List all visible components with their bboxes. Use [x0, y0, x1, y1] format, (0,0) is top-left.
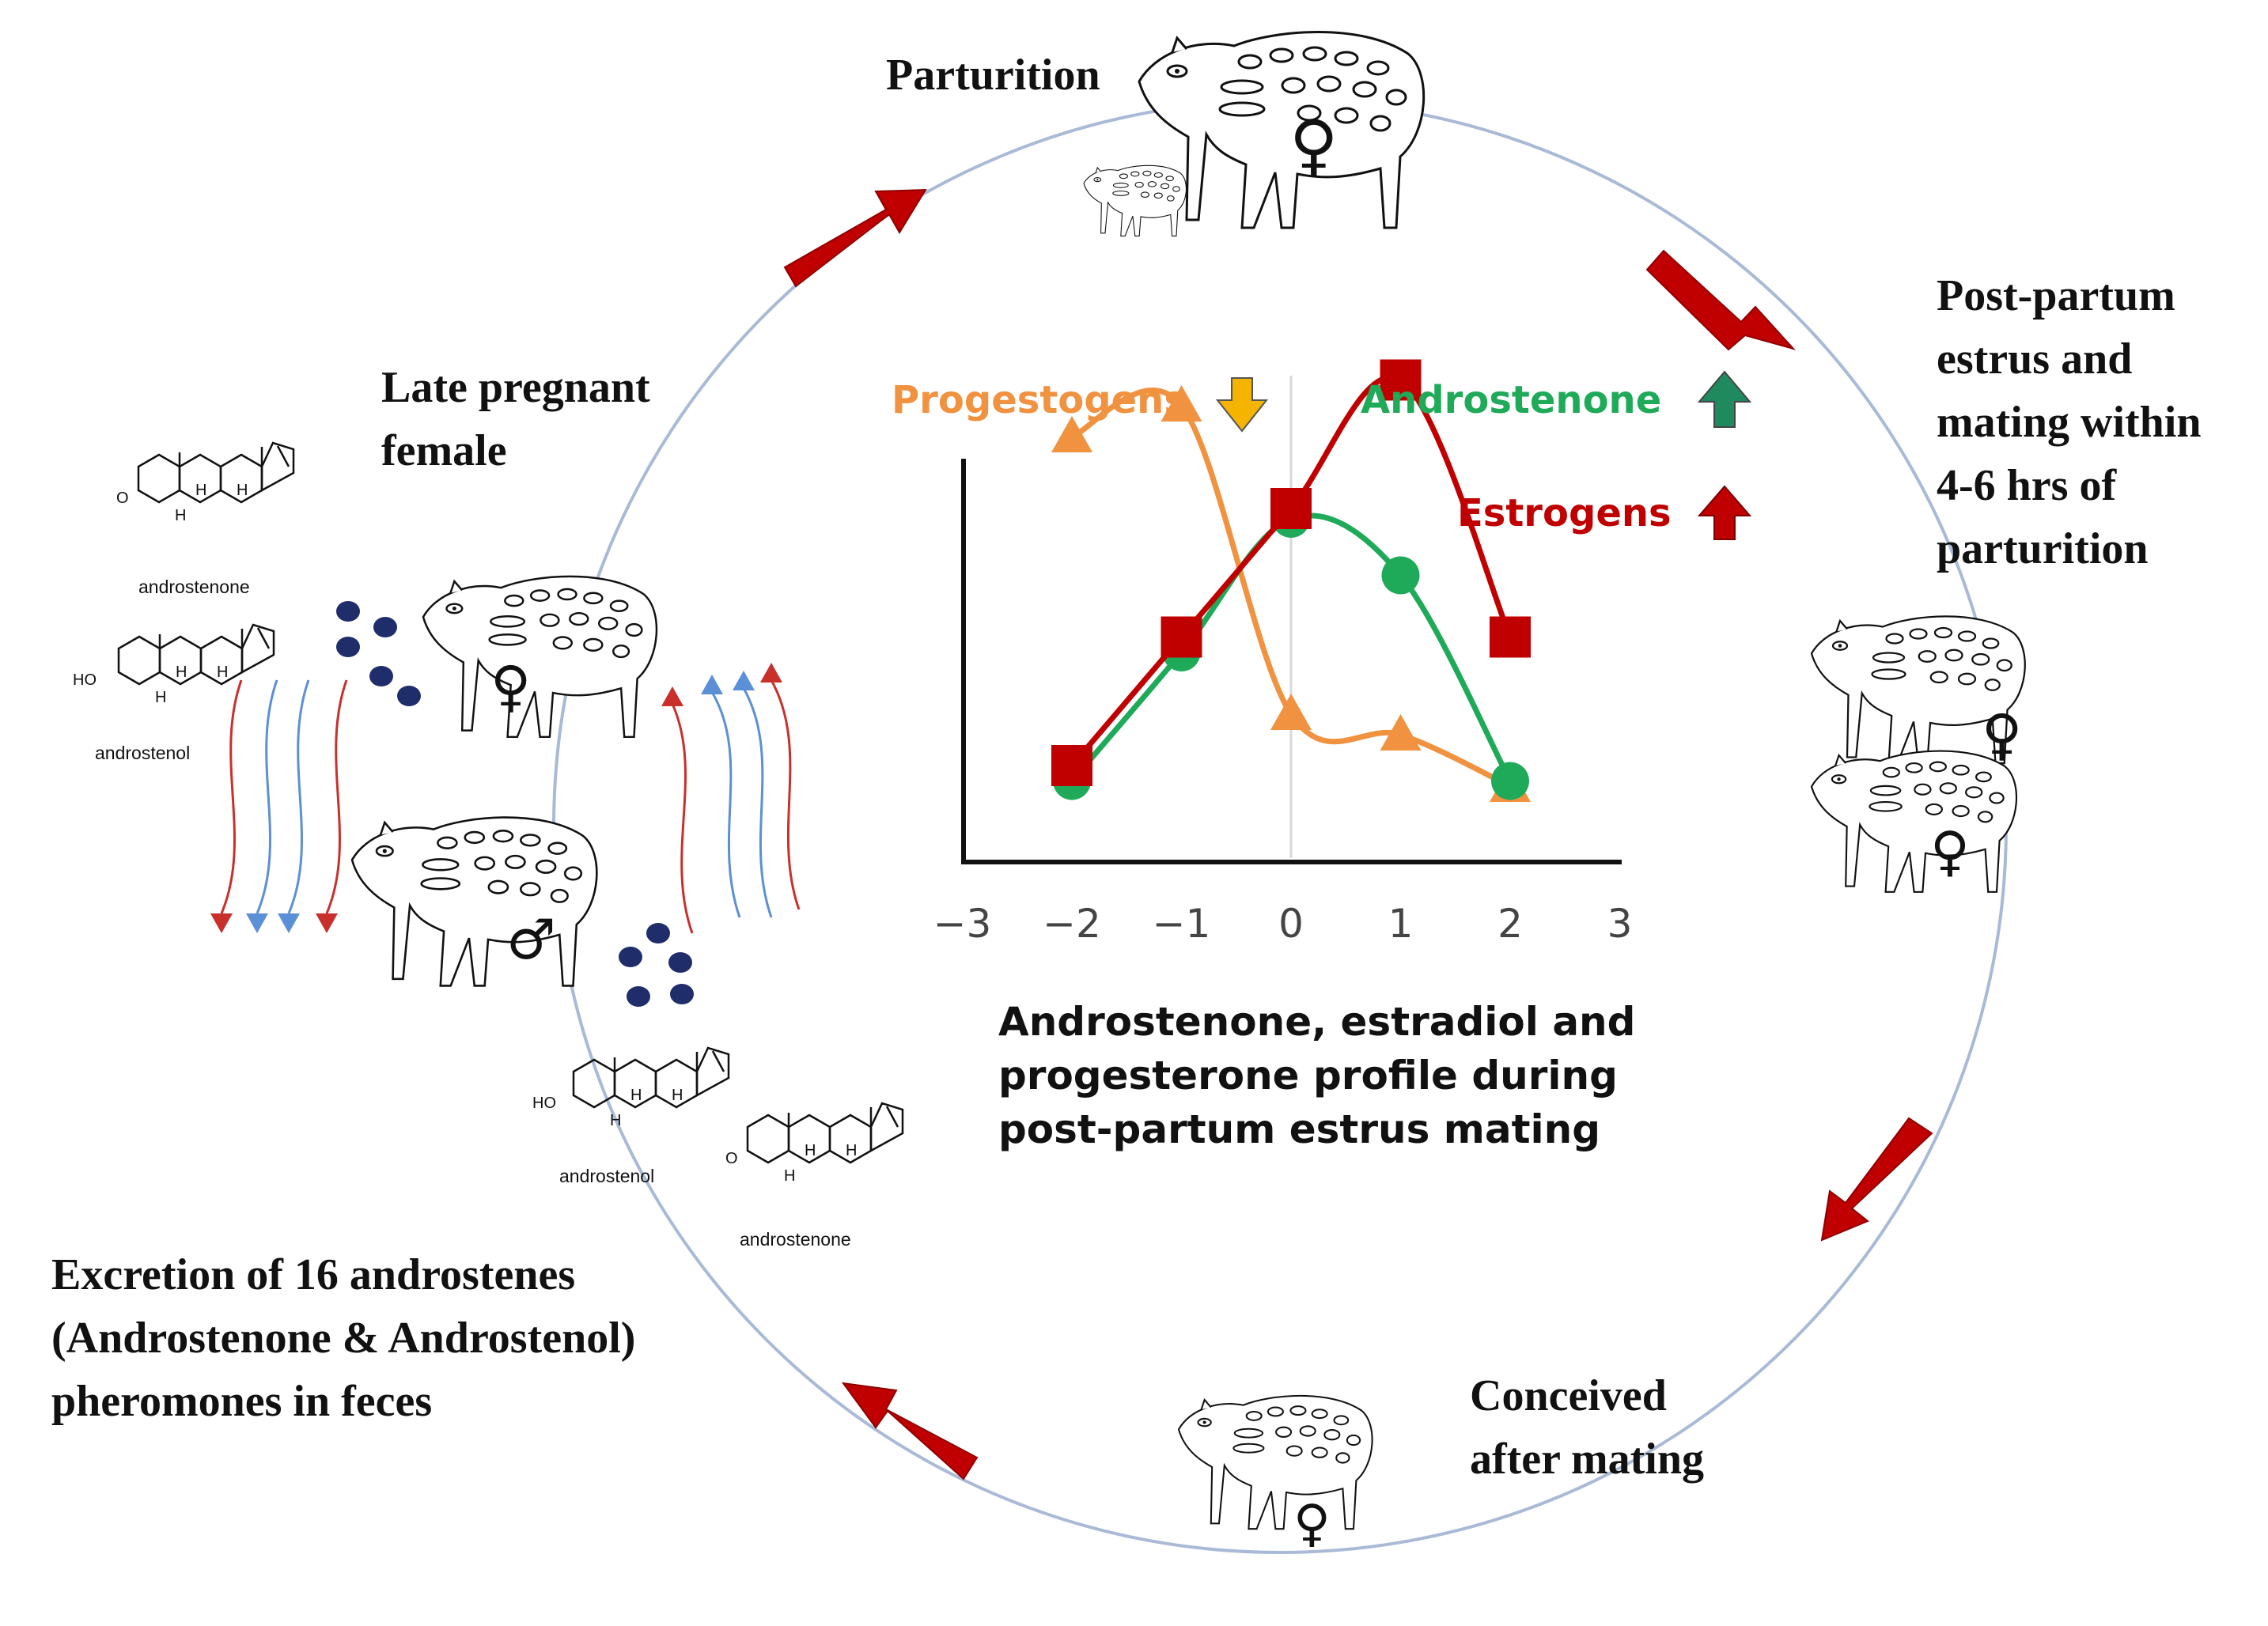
- legend-androstenone-label: Androstenone: [1361, 378, 1661, 422]
- svg-text:HO: HO: [532, 1095, 556, 1112]
- female-symbol: ♀: [490, 654, 531, 719]
- data-point-progestogens: [1270, 694, 1312, 730]
- androstenol-structure-bottom: HO H H H androstenol: [532, 1046, 730, 1186]
- x-tick-label: −3: [933, 901, 992, 947]
- series-line-estrogens: [1070, 374, 1513, 768]
- svg-text:H: H: [237, 482, 248, 499]
- androstenol-structure-top: HO H H H androstenol: [73, 623, 275, 763]
- data-point-estrogens: [1380, 359, 1422, 401]
- paca-parturition-young: [1083, 164, 1187, 236]
- legend-progestogens-label: Progestogens: [892, 378, 1187, 422]
- x-tick-label: 2: [1497, 901, 1523, 947]
- paca-postpartum-bottom: [1810, 750, 2018, 893]
- label-parturition: Parturition: [886, 51, 1100, 100]
- hormone-profile-chart: −3 −2 −1 0 1 2 3 Progestogens Androstenone Est…: [892, 359, 1752, 947]
- x-tick-label: −2: [1043, 901, 1101, 947]
- fecal-pellets-top: [336, 601, 421, 706]
- cycle-arrow-to-parturition: [783, 188, 927, 288]
- x-tick-label: −1: [1153, 901, 1211, 947]
- label-conceived-after-mating: Conceived after mating: [1470, 1371, 1704, 1484]
- svg-text:HO: HO: [73, 671, 97, 689]
- female-symbol: ♀: [1982, 702, 2022, 767]
- svg-text:H: H: [784, 1167, 795, 1185]
- female-symbol: ♀: [1293, 1495, 1331, 1553]
- svg-text:O: O: [725, 1150, 738, 1167]
- female-symbol: ♀: [1289, 106, 1338, 183]
- label-post-partum-estrus: Post-partum estrus and mating within 4-6…: [1937, 271, 2202, 573]
- svg-text:H: H: [176, 664, 187, 681]
- data-point-estrogens: [1051, 745, 1092, 786]
- data-point-progestogens: [1380, 714, 1422, 751]
- svg-text:H: H: [672, 1087, 683, 1104]
- androstenone-structure-top: O H H H androstenone: [116, 441, 295, 597]
- cycle-arrows: [783, 188, 1933, 1480]
- paca-conceived: [1177, 1394, 1373, 1530]
- androstenone-label: androstenone: [138, 577, 250, 597]
- paca-late-pregnant-female: [422, 575, 658, 739]
- chart-caption: Androstenone, estradiol and progesterone…: [998, 999, 1636, 1152]
- svg-text:H: H: [630, 1087, 642, 1104]
- female-symbol: ♀: [1930, 821, 1970, 883]
- fecal-pellets-bottom: [619, 923, 694, 1007]
- up-arrow-icon: [1697, 370, 1752, 428]
- legend-estrogens: Estrogens: [1457, 485, 1752, 540]
- male-symbol: ♂: [506, 907, 556, 972]
- pheromone-arrowheads-up: [661, 663, 782, 706]
- svg-text:H: H: [195, 482, 206, 499]
- svg-text:H: H: [217, 664, 228, 681]
- data-point-progestogens: [1161, 385, 1202, 422]
- x-tick-label: 1: [1388, 901, 1414, 947]
- down-arrow-icon: [1215, 377, 1269, 433]
- svg-text:H: H: [610, 1112, 621, 1129]
- svg-text:O: O: [116, 490, 129, 507]
- cycle-arrow-to-conceived: [1820, 1117, 1933, 1242]
- svg-text:H: H: [846, 1142, 857, 1159]
- svg-text:H: H: [175, 507, 186, 524]
- legend-progestogens: Progestogens: [892, 377, 1269, 433]
- x-tick-label: 0: [1278, 901, 1304, 947]
- series-line-progestogens: [1070, 388, 1512, 789]
- androstenone-structure-bottom: O H H H androstenone: [725, 1102, 904, 1250]
- data-point-progestogens: [1051, 416, 1092, 452]
- legend-estrogens-label: Estrogens: [1457, 491, 1672, 535]
- data-point-estrogens: [1270, 488, 1312, 529]
- up-arrow-icon: [1697, 485, 1752, 540]
- label-excretion-of-androstenes: Excretion of 16 androstenes (Androstenon…: [51, 1250, 636, 1426]
- androstenol-label: androstenol: [559, 1166, 654, 1186]
- androstenol-label: androstenol: [95, 743, 190, 763]
- svg-text:H: H: [805, 1142, 816, 1159]
- pheromone-arrowheads-down: [210, 913, 338, 933]
- x-tick-label: 3: [1607, 901, 1633, 947]
- data-point-androstenone: [1381, 556, 1420, 595]
- paca-male: [350, 816, 598, 987]
- data-point-estrogens: [1490, 616, 1531, 658]
- pheromone-streams-up: [671, 679, 801, 934]
- label-late-pregnant-female: Late pregnant female: [381, 363, 650, 475]
- cycle-arrow-to-excretion: [841, 1382, 979, 1480]
- cycle-arrow-to-postpartum: [1645, 249, 1797, 351]
- androstenone-label: androstenone: [740, 1229, 851, 1250]
- data-point-androstenone: [1491, 762, 1529, 800]
- cycle-ring: [552, 99, 2008, 1554]
- data-point-estrogens: [1161, 616, 1202, 658]
- svg-text:H: H: [155, 689, 166, 706]
- pheromone-streams-down: [220, 679, 348, 914]
- legend-androstenone: Androstenone: [1361, 370, 1752, 428]
